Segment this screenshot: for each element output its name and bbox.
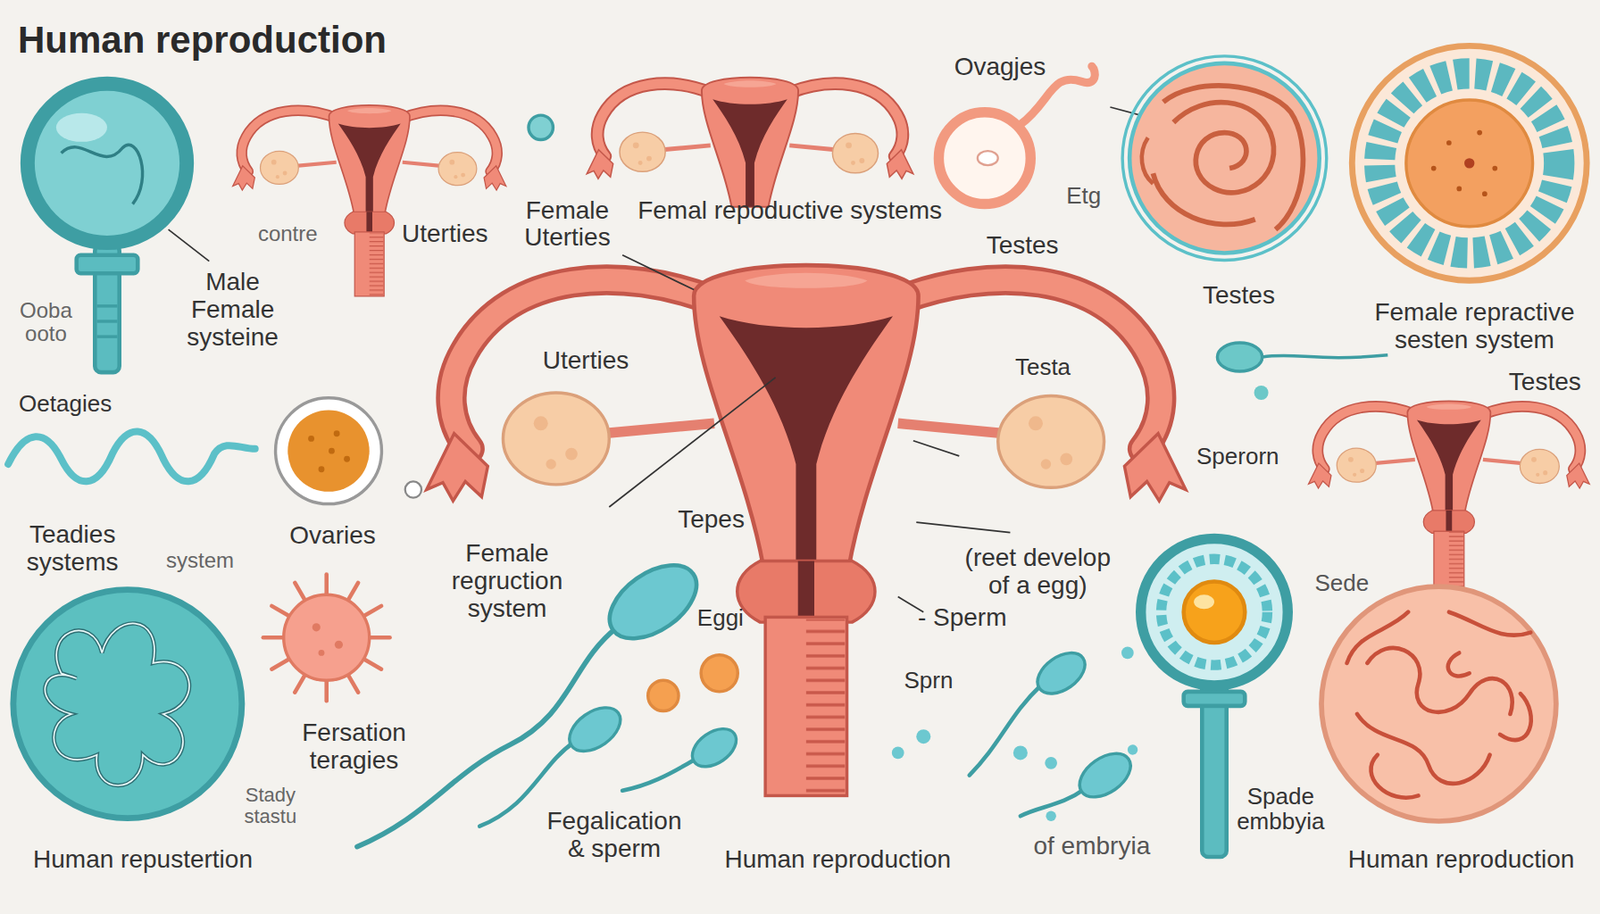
- part-label: Male Female systeine: [175, 268, 292, 351]
- part-label: Human reproduction: [1348, 846, 1575, 875]
- part-label: Human reproduction: [724, 846, 951, 875]
- part-label: Eggi: [697, 605, 744, 632]
- part-label: Sede: [1314, 570, 1369, 597]
- leader-line: [608, 377, 1010, 613]
- part-label: Female regruction system: [426, 540, 588, 623]
- part-label: Uterties: [542, 347, 629, 375]
- part-label: Human repustertion: [33, 846, 253, 875]
- part-label: contre: [258, 222, 318, 246]
- leader-line: [168, 229, 210, 261]
- part-label: - Sperm: [917, 604, 1008, 633]
- part-label: Etg: [1066, 183, 1101, 209]
- part-label: of embryia: [1033, 833, 1150, 861]
- part-label: Uterties: [401, 220, 488, 249]
- part-label: Female Uterties: [508, 197, 625, 253]
- ovum-circle: [275, 398, 422, 505]
- part-label: (reet develop of a egg): [957, 544, 1118, 600]
- part-label: Tepes: [677, 506, 745, 534]
- tissue-circle: [13, 590, 242, 819]
- part-label: Ovagjes: [954, 53, 1047, 82]
- cell-dot: [528, 115, 553, 140]
- part-label: Ovaries: [289, 522, 375, 550]
- uterus-main: [426, 265, 1186, 567]
- uterus-small: [586, 77, 914, 208]
- part-label: Spade embbyia: [1229, 783, 1333, 835]
- follicle-section: [1351, 45, 1587, 281]
- uterus-small: [1308, 400, 1591, 513]
- part-label: Teadies systems: [14, 521, 131, 577]
- part-label: system: [166, 549, 234, 573]
- part-label: Femal repoductive systems: [637, 197, 942, 225]
- part-label: Sperorn: [1196, 443, 1280, 470]
- part-label: Testes: [986, 232, 1059, 260]
- leader-line: [622, 255, 694, 291]
- part-label: Oetagies: [18, 391, 112, 417]
- vagina-main: [737, 561, 875, 797]
- part-label: Ooba ooto: [9, 299, 82, 347]
- spiky-cell: [263, 574, 391, 701]
- part-label: Testa: [1015, 354, 1071, 381]
- part-label: Stady stastu: [230, 784, 311, 828]
- vagina-small: [344, 211, 395, 297]
- part-label: Testes: [1508, 368, 1582, 397]
- part-label: Fersation teragies: [287, 719, 422, 775]
- diagram-title: Human reproduction: [17, 19, 387, 61]
- part-label: Testes: [1202, 282, 1275, 310]
- part-label: Sprn: [904, 667, 954, 694]
- embryo-section: [1321, 586, 1557, 822]
- uterus-small: [233, 105, 507, 214]
- part-label: Fegalication & sperm: [538, 808, 691, 864]
- sperm-cell: [1216, 342, 1388, 400]
- wave-line: [8, 432, 256, 483]
- part-label: Female repractive sesten system: [1362, 299, 1586, 355]
- testis-section: [1122, 56, 1327, 261]
